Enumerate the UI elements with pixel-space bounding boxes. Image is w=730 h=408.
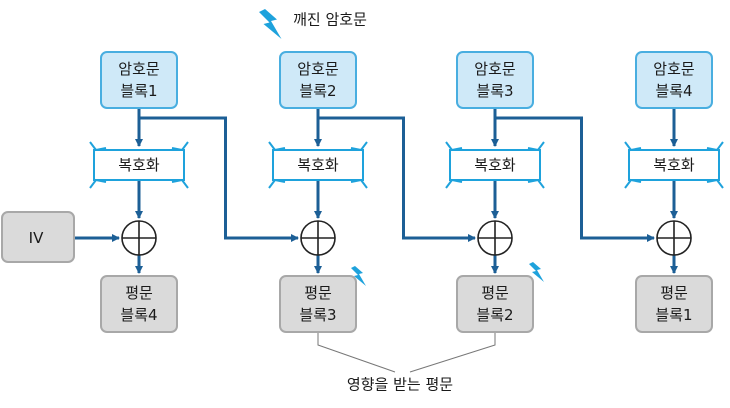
decrypt-3-label: 복호화 xyxy=(474,156,516,174)
decrypt-2-arrow-mark-2 xyxy=(350,141,368,152)
decrypt-2-label: 복호화 xyxy=(297,156,339,174)
broken-ciphertext-label: 깨진 암호문 xyxy=(293,10,367,29)
ciphertext-block-2-label: 암호문 블록2 xyxy=(297,60,339,100)
ciphertext-block-1-label: 암호문 블록1 xyxy=(118,60,160,100)
ciphertext-block-1 xyxy=(100,51,178,109)
affected-pointer-left xyxy=(317,332,396,373)
plaintext-block-3 xyxy=(279,275,357,333)
plaintext-block-3-label: 평문 블록3 xyxy=(299,284,337,324)
wire-cipher-1-to-xor-2 xyxy=(139,116,299,242)
decrypt-3-arrow-mark-4 xyxy=(527,178,545,189)
iv-block xyxy=(1,211,75,263)
decrypt-4-arrow-mark-1 xyxy=(624,141,642,152)
wire-cipher-2-to-xor-3 xyxy=(318,116,476,242)
plaintext-block-4 xyxy=(100,275,178,333)
decrypt-1-label: 복호화 xyxy=(118,156,160,174)
ciphertext-block-2 xyxy=(279,51,357,109)
decrypt-1-arrow-mark-4 xyxy=(171,178,189,189)
decrypt-box-3 xyxy=(449,149,541,181)
plaintext-block-2-label: 평문 블록2 xyxy=(476,284,514,324)
decrypt-box-2 xyxy=(272,149,364,181)
wire-cipher-3-to-xor-4 xyxy=(495,116,655,242)
decrypt-1-arrow-mark-1 xyxy=(89,141,107,152)
plaintext-block-1 xyxy=(635,275,713,333)
ciphertext-block-4 xyxy=(635,51,713,109)
decrypt-4-arrow-mark-2 xyxy=(706,141,724,152)
plaintext-block-2-lightning-icon xyxy=(529,262,544,282)
broken-ciphertext-lightning-icon xyxy=(259,9,282,39)
affected-plaintext-label: 영향을 받는 평문 xyxy=(346,375,454,394)
ciphertext-block-4-label: 암호문 블록4 xyxy=(653,60,695,100)
plaintext-block-1-label: 평문 블록1 xyxy=(655,284,693,324)
decrypt-3-arrow-mark-2 xyxy=(527,141,545,152)
decrypt-1-arrow-mark-3 xyxy=(89,178,107,189)
decrypt-box-4 xyxy=(628,149,720,181)
ciphertext-block-3 xyxy=(456,51,534,109)
plaintext-block-4-label: 평문 블록4 xyxy=(120,284,158,324)
decrypt-4-label: 복호화 xyxy=(653,156,695,174)
decrypt-2-arrow-mark-4 xyxy=(350,178,368,189)
ciphertext-block-3-label: 암호문 블록3 xyxy=(474,60,516,100)
decrypt-3-arrow-mark-1 xyxy=(445,141,463,152)
decrypt-2-arrow-mark-1 xyxy=(268,141,286,152)
iv-label: IV xyxy=(28,229,44,247)
decrypt-1-arrow-mark-2 xyxy=(171,141,189,152)
decrypt-box-1 xyxy=(93,149,185,181)
decrypt-4-arrow-mark-4 xyxy=(706,178,724,189)
decrypt-4-arrow-mark-3 xyxy=(624,178,642,189)
plaintext-block-3-lightning-icon xyxy=(351,266,366,286)
decrypt-2-arrow-mark-3 xyxy=(268,178,286,189)
decrypt-3-arrow-mark-3 xyxy=(445,178,463,189)
affected-pointer-right xyxy=(409,332,496,373)
plaintext-block-2 xyxy=(456,275,534,333)
